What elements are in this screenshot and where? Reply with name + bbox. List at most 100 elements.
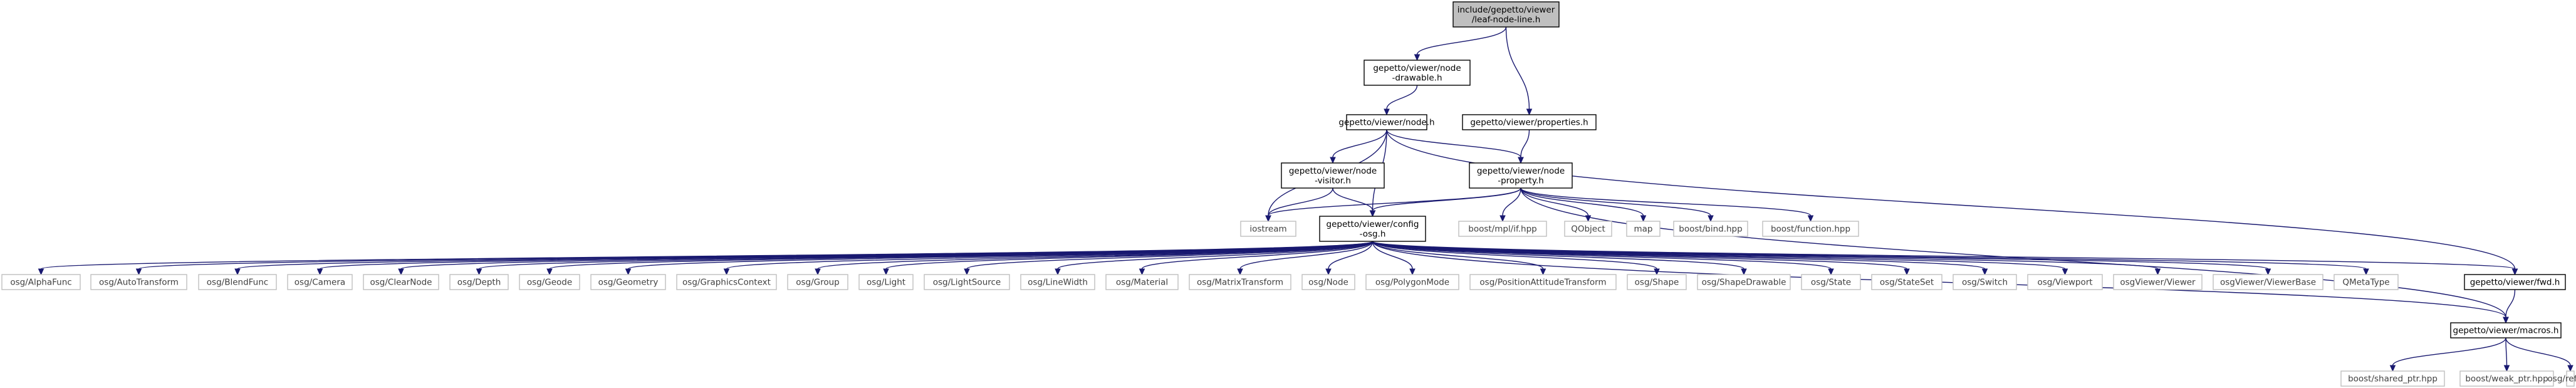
node-map: map (1626, 221, 1661, 237)
node-drawable[interactable]: gepetto/viewer/node-drawable.h (1364, 60, 1471, 86)
edge-line (1386, 129, 2516, 270)
node-box (1281, 162, 1385, 189)
edge-arrowhead (1499, 215, 1506, 223)
node-label: osg/Geode (527, 278, 572, 288)
edge-arrowhead (2567, 365, 2573, 372)
edge-line (1386, 85, 1418, 110)
node-root[interactable]: include/gepetto/viewer/leaf-node-line.h (1452, 1, 1560, 28)
node-osg-group: osg/Group (787, 274, 848, 290)
node-iostream: iostream (1240, 221, 1296, 237)
node-macros[interactable]: gepetto/viewer/macros.h (2450, 322, 2562, 338)
edge-root-to-properties (1505, 26, 1533, 116)
node-label: gepetto/viewer/config (1327, 219, 1419, 229)
node-box (1469, 162, 1573, 189)
edge-nodeprop-to-map (1520, 187, 1647, 223)
node-label: map (1634, 224, 1653, 234)
node-label: osg/ref_ptr (2548, 374, 2576, 384)
node-config[interactable]: gepetto/viewer/config-osg.h (1319, 216, 1426, 242)
node-label: osg/BlendFunc (207, 278, 268, 288)
node-box (1301, 274, 1355, 290)
edge-arrowhead (1330, 157, 1336, 164)
node-fwd[interactable]: gepetto/viewer/fwd.h (2464, 274, 2566, 290)
edge-arrowhead (2511, 268, 2518, 276)
node-label: osg/Camera (295, 278, 345, 288)
node-box (1319, 216, 1426, 242)
node-box (1458, 221, 1547, 237)
edge-properties-to-nodeprop (1518, 129, 1530, 164)
node-box (787, 274, 848, 290)
node-label: osg/Node (1308, 278, 1348, 288)
node-box (1564, 221, 1612, 237)
node-label: osg/State (1811, 278, 1851, 288)
edge-arrowhead (1409, 268, 1416, 276)
edge-arrowhead (1518, 157, 1524, 164)
edge-line (1372, 241, 1413, 270)
node-osg-stateset: osg/StateSet (1871, 274, 1942, 290)
edge-arrowhead (723, 268, 730, 276)
edge-nodeprop-to-function (1520, 187, 1814, 223)
edge-line (1372, 241, 1657, 270)
edge-config-to-osg_Node (1325, 241, 1374, 276)
edge-arrowhead (398, 268, 404, 276)
edge-arrowhead (2503, 317, 2509, 324)
node-label: QMetaType (2342, 278, 2389, 288)
edge-line (1520, 187, 1812, 216)
node-box (90, 274, 187, 290)
edge-line (1520, 187, 1644, 216)
edge-config-to-osg_GraphicsContext (723, 241, 1374, 276)
node-box (1469, 274, 1617, 290)
node-osg-matrixtransform: osg/MatrixTransform (1189, 274, 1291, 290)
node-osg-lightsource: osg/LightSource (924, 274, 1010, 290)
edge-arrowhead (1981, 268, 1988, 276)
node-label: gepetto/viewer/node (1289, 166, 1377, 176)
node-osg-state: osg/State (1801, 274, 1861, 290)
node-box (924, 274, 1010, 290)
edge-config-to-osg_State (1372, 241, 1834, 276)
node-box (1452, 1, 1560, 28)
edge-arrowhead (135, 268, 142, 276)
node-label: osg/ClearNode (370, 278, 432, 288)
node-properties[interactable]: gepetto/viewer/properties.h (1462, 114, 1597, 130)
node-label: osg/Group (796, 278, 840, 288)
node-box (1762, 221, 1859, 237)
node-box (2027, 274, 2103, 290)
node-label: /leaf-node-line.h (1472, 14, 1541, 24)
edge-config-to-fwd (1372, 241, 2518, 276)
node-label: boost/weak_ptr.hpp (2465, 374, 2548, 384)
edge-config-to-osg_Material (1139, 241, 1374, 276)
node-visitor[interactable]: gepetto/viewer/node-visitor.h (1281, 162, 1385, 189)
node-node[interactable]: gepetto/viewer/node.h (1338, 114, 1435, 130)
node-label: osg/LineWidth (1028, 278, 1088, 288)
edge-line (1520, 129, 1530, 158)
node-osg-switch: osg/Switch (1953, 274, 2017, 290)
node-label: iostream (1249, 224, 1286, 234)
node-osg-node: osg/Node (1301, 274, 1355, 290)
node-osg-light: osg/Light (858, 274, 914, 290)
node-label: osg/GraphicsContext (682, 278, 771, 288)
edge-arrowhead (1139, 268, 1145, 276)
edge-config-to-osg_MatrixTransform (1237, 241, 1374, 276)
node-box (1, 274, 81, 290)
node-label: gepetto/viewer/properties.h (1470, 118, 1588, 128)
node-label: include/gepetto/viewer (1457, 5, 1555, 15)
node-label: osg/Depth (457, 278, 501, 288)
edge-arrowhead (1708, 215, 1714, 223)
edge-arrowhead (38, 268, 44, 276)
node-label: -property.h (1498, 176, 1544, 186)
node-label: osg/Shape (1635, 278, 1679, 288)
node-label: osg/Viewport (2037, 278, 2092, 288)
node-box (1364, 60, 1471, 86)
node-box (1953, 274, 2017, 290)
node-label: boost/shared_ptr.hpp (2348, 374, 2438, 384)
edges-layer (38, 26, 2573, 372)
node-box (1673, 221, 1748, 237)
node-qmetatype: QMetaType (2334, 274, 2399, 290)
node-box (363, 274, 439, 290)
node-label: osg/LightSource (933, 278, 1001, 288)
node-label: osg/Light (867, 278, 905, 288)
node-nodeprop[interactable]: gepetto/viewer/node-property.h (1469, 162, 1573, 189)
node-box (1697, 274, 1791, 290)
edge-line (1386, 129, 1521, 158)
edge-line (2505, 337, 2508, 366)
